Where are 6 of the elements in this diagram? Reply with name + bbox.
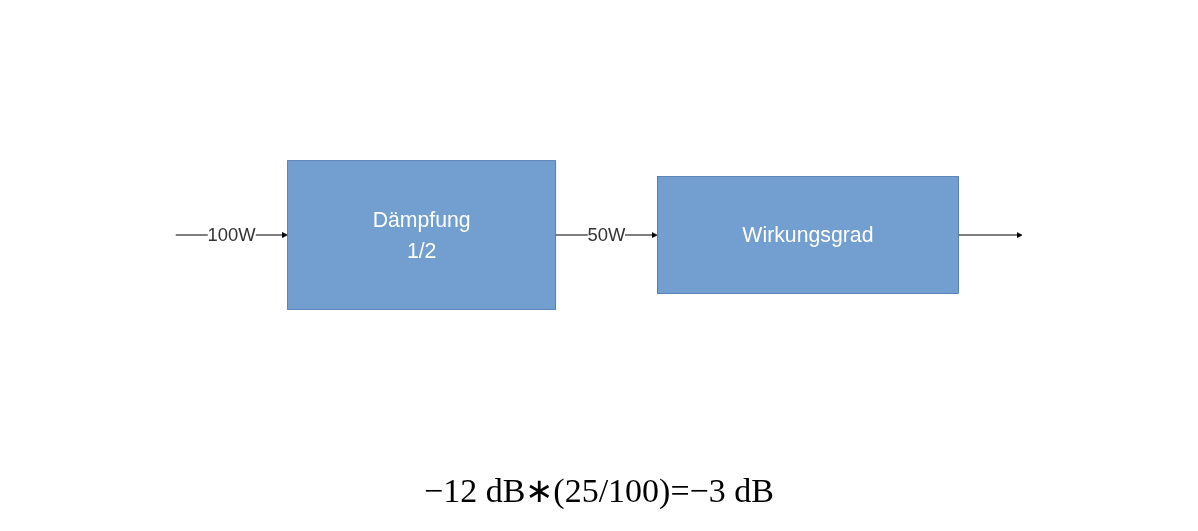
- edge-label: 50W: [587, 224, 626, 246]
- node-box: Dämpfung 1/2: [287, 160, 557, 310]
- edge-label: 100W: [207, 224, 256, 246]
- formula-text: −12 dB∗(25/100)=−3 dB: [423, 471, 775, 510]
- node-box: Wirkungsgrad: [657, 176, 959, 294]
- arrow: [957, 231, 1023, 239]
